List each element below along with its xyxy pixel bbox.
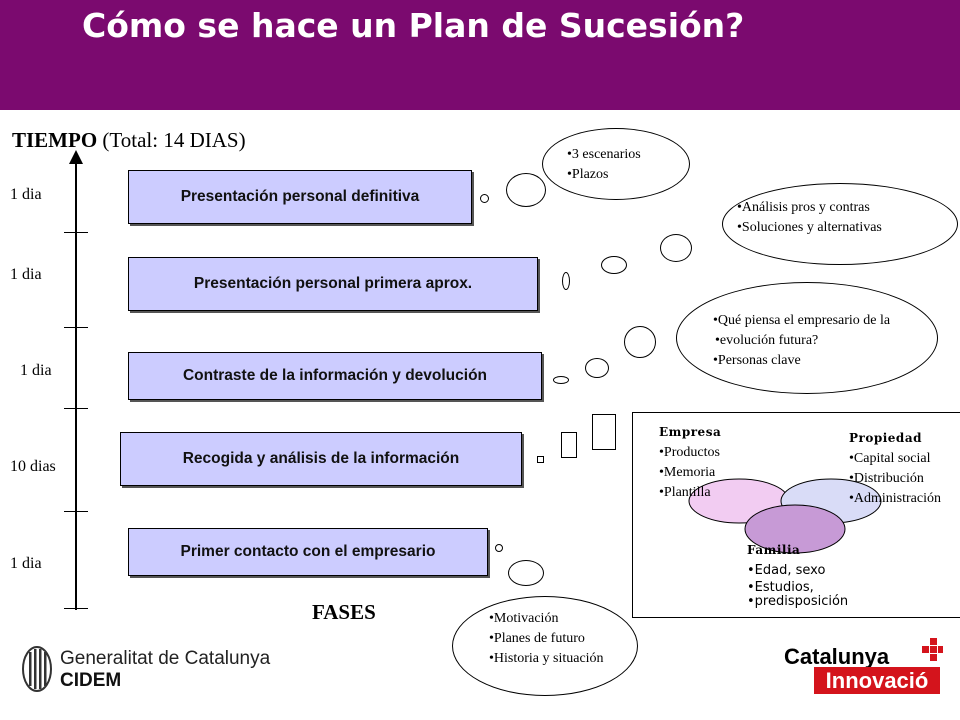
venn-item: Estudios, [747, 581, 848, 595]
axis-tick [64, 327, 88, 328]
axis-tick [64, 408, 88, 409]
thought-bubble [480, 194, 489, 203]
cloud-item: evolución futura? [713, 331, 890, 351]
venn-item: Distribución [849, 469, 941, 489]
connector-square [561, 432, 577, 458]
catalunya-innovacio-logo: Catalunya Innovació [778, 636, 948, 698]
cloud-motivacion: Motivación Planes de futuro Historia y s… [452, 596, 638, 696]
day-label: 10 dias [10, 458, 56, 475]
venn-title: Familia [747, 543, 801, 557]
thought-bubble [553, 376, 569, 384]
day-label: 1 dia [10, 555, 42, 572]
cloud-item: Análisis pros y contras [737, 198, 882, 218]
cloud-item: Personas clave [713, 351, 890, 371]
thought-bubble [601, 256, 627, 274]
venn-section-empresa: Empresa Productos Memoria Plantilla [659, 425, 721, 503]
thought-bubble [506, 173, 546, 207]
venn-familia-circle [744, 504, 846, 554]
page-title: Cómo se hace un Plan de Sucesión? [82, 6, 745, 45]
thought-bubble [585, 358, 609, 378]
innovacio-word: Innovació [814, 667, 940, 694]
cloud-item: Motivación [489, 609, 604, 629]
axis-tick [64, 511, 88, 512]
venn-section-propiedad: Propiedad Capital social Distribución Ad… [849, 431, 941, 509]
catalunya-word: Catalunya [784, 644, 890, 669]
connector-square [537, 456, 544, 463]
time-axis-arrow [69, 150, 83, 164]
axis-tick [64, 608, 88, 609]
phase-primer-contacto: Primer contacto con el empresario [128, 528, 488, 576]
phase-presentacion-primera: Presentación personal primera aprox. [128, 257, 538, 311]
venn-title: Empresa [659, 425, 722, 439]
cloud-item: Soluciones y alternativas [737, 218, 882, 238]
phase-recogida: Recogida y análisis de la información [120, 432, 522, 486]
fases-label: FASES [312, 600, 376, 624]
cloud-escenarios: 3 escenarios Plazos [542, 128, 690, 200]
day-label: 1 dia [10, 266, 42, 283]
generalitat-emblem-icon [22, 646, 52, 692]
cloud-item: 3 escenarios [567, 145, 641, 165]
cloud-item: Historia y situación [489, 649, 604, 669]
phase-presentacion-definitiva: Presentación personal definitiva [128, 170, 472, 224]
cloud-empresario: Qué piensa el empresario de la evolución… [676, 282, 938, 394]
thought-bubble [660, 234, 692, 262]
venn-item: Memoria [659, 463, 721, 483]
phase-contraste: Contraste de la información y devolución [128, 352, 542, 400]
cloud-item: Qué piensa el empresario de la [713, 311, 890, 331]
venn-item: Productos [659, 443, 721, 463]
tiempo-total: (Total: 14 DIAS) [97, 128, 246, 152]
tiempo-heading: TIEMPO (Total: 14 DIAS) [12, 128, 246, 153]
day-label: 1 dia [20, 362, 52, 379]
thought-bubble [562, 272, 570, 290]
cloud-item: Planes de futuro [489, 629, 604, 649]
venn-section-familia: Familia Edad, sexo Estudios, predisposic… [747, 543, 848, 609]
generalitat-name: Generalitat de Catalunya [60, 648, 271, 669]
axis-tick [64, 232, 88, 233]
tiempo-label: TIEMPO [12, 128, 98, 152]
thought-bubble [495, 544, 503, 552]
cloud-item: Plazos [567, 165, 641, 185]
venn-item: Edad, sexo [747, 561, 848, 581]
day-label: 1 dia [10, 186, 42, 203]
venn-title: Propiedad [849, 431, 922, 445]
innovacio-squares-icon [922, 638, 943, 661]
header-bar: Cómo se hace un Plan de Sucesión? [0, 0, 960, 110]
generalitat-logo: Generalitat de Catalunya CIDEM [22, 646, 282, 694]
venn-item: Administración [849, 489, 941, 509]
time-axis [75, 160, 77, 610]
venn-item: Plantilla [659, 483, 721, 503]
thought-bubble [624, 326, 656, 358]
cloud-analisis: Análisis pros y contras Soluciones y alt… [722, 183, 958, 265]
venn-box: Empresa Productos Memoria Plantilla Prop… [632, 412, 960, 618]
thought-bubble [508, 560, 544, 586]
cidem-name: CIDEM [60, 670, 122, 691]
venn-item: predisposición [747, 595, 849, 609]
connector-square [592, 414, 616, 450]
venn-item: Capital social [849, 449, 941, 469]
